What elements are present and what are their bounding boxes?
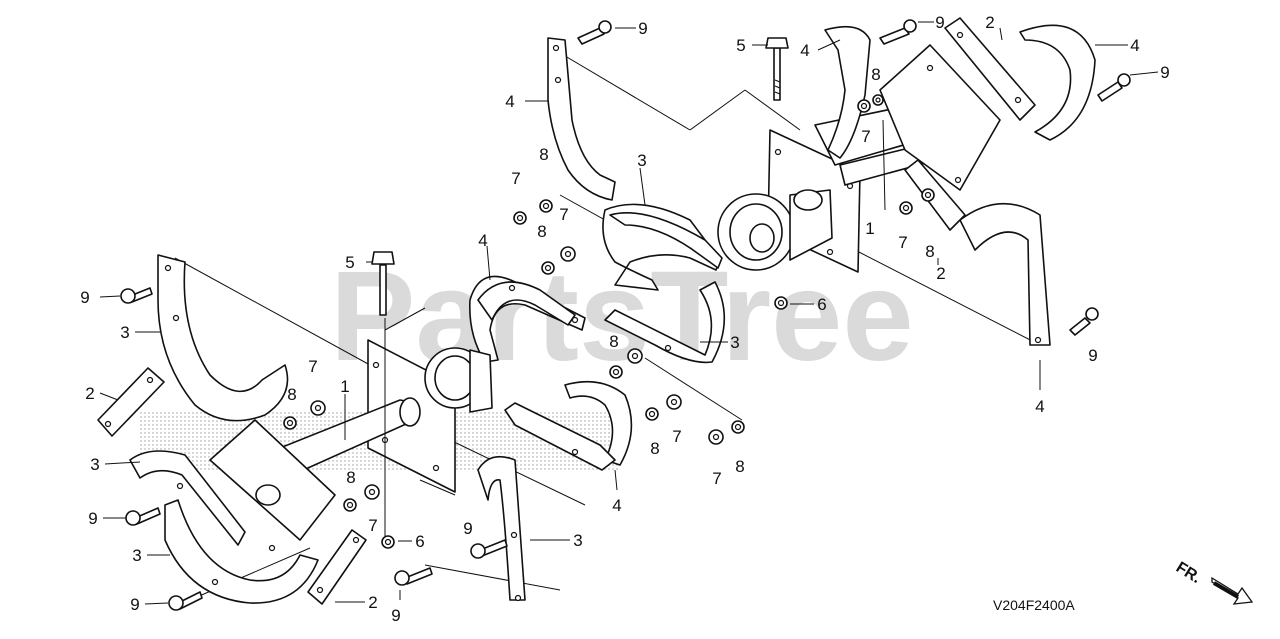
callout-c-8f: 8: [287, 385, 296, 404]
callout-c-9d: 9: [80, 288, 89, 307]
callout-c-2a: 2: [985, 13, 994, 32]
middle-assembly: [468, 275, 745, 471]
callout-c-8a: 8: [871, 65, 880, 84]
callout-c-7b: 7: [511, 169, 520, 188]
callout-c-8d: 8: [925, 242, 934, 261]
tine-4-middle-lower: [564, 380, 633, 466]
callout-c-7d: 7: [898, 233, 907, 252]
callout-c-7h: 7: [368, 516, 377, 535]
upper-right-assembly: [513, 17, 1131, 346]
callout-c-9a: 9: [638, 19, 647, 38]
tine-plate-right: [879, 44, 1001, 191]
nut-washer-group-upper: [513, 94, 935, 310]
bracket-2-left: [97, 367, 165, 437]
tine-4-right-a: [824, 25, 871, 159]
callout-c-5a: 5: [736, 36, 745, 55]
bolt-9-upper-b: [879, 27, 910, 45]
callout-leaders: [99, 21, 1159, 605]
callout-c-9h: 9: [130, 595, 139, 614]
callout-c-4d: 4: [478, 231, 487, 250]
nut-washer-group-middle: [609, 348, 745, 445]
callout-c-1a: 1: [865, 219, 874, 238]
callout-c-9f: 9: [88, 509, 97, 528]
bracket-2-mid: [904, 159, 966, 231]
callout-c-8g: 8: [650, 439, 659, 458]
tine-3-lower-small: [129, 450, 246, 546]
callout-c-3f: 3: [132, 546, 141, 565]
callout-c-4b: 4: [1130, 36, 1139, 55]
callout-c-7f: 7: [672, 427, 681, 446]
callout-c-4f: 4: [612, 496, 621, 515]
lower-left-assembly: [97, 251, 586, 611]
tine-4-upper: [547, 37, 616, 201]
callout-c-9b: 9: [935, 13, 944, 32]
nut-washer-group-lower: [283, 400, 395, 549]
bolt-9-upper-c: [1097, 81, 1123, 102]
bolt-9-upper-d: [1069, 317, 1091, 336]
callout-c-7c: 7: [559, 205, 568, 224]
callout-c-8h: 8: [735, 457, 744, 476]
tine-3-bottom: [164, 499, 319, 604]
tine-3-center: [477, 455, 526, 601]
callout-c-4e: 4: [1035, 397, 1044, 416]
callout-c-3c: 3: [730, 333, 739, 352]
callout-c-7g: 7: [712, 469, 721, 488]
front-label: FR.: [1173, 559, 1204, 587]
bolt-9-lower-b: [125, 510, 141, 526]
callout-c-8b: 8: [539, 145, 548, 164]
callout-c-6b: 6: [415, 532, 424, 551]
front-direction-arrow: FR.: [1173, 559, 1254, 605]
tine-4-lower-right: [959, 202, 1051, 346]
callout-c-8i: 8: [346, 468, 355, 487]
arrow-icon: [1211, 576, 1254, 605]
callout-c-3d: 3: [90, 455, 99, 474]
bolt-9-lower-d: [470, 543, 486, 559]
diagram-code: V204F2400A: [993, 597, 1075, 613]
callout-c-3a: 3: [637, 151, 646, 170]
callout-c-7e: 7: [308, 357, 317, 376]
tine-3-large: [157, 254, 289, 422]
callout-c-2b: 2: [936, 264, 945, 283]
callout-c-9g: 9: [463, 519, 472, 538]
callout-c-3b: 3: [120, 323, 129, 342]
bracket-2-bottom: [307, 529, 367, 605]
callout-c-9e: 9: [1088, 346, 1097, 365]
callout-c-8c: 8: [537, 222, 546, 241]
callout-c-4c: 4: [505, 92, 514, 111]
bolt-5-lower: [379, 264, 387, 316]
bolt-9-upper-a: [577, 27, 605, 45]
callout-c-9i: 9: [391, 606, 400, 625]
bolt-9-lower-e: [394, 570, 410, 586]
callout-c-2d: 2: [368, 593, 377, 612]
callout-c-2c: 2: [85, 384, 94, 403]
callout-c-8e: 8: [609, 332, 618, 351]
tine-4-right-b: [1019, 24, 1096, 141]
bolt-9-lower-c: [168, 595, 184, 611]
callout-c-3e: 3: [573, 531, 582, 550]
callout-c-4a: 4: [800, 41, 809, 60]
bolt-9-lower-a: [120, 288, 136, 304]
bracket-2-upper: [944, 17, 1036, 121]
callout-c-6a: 6: [817, 295, 826, 314]
tine-plate-lower: [209, 419, 336, 541]
callout-c-7a: 7: [861, 127, 870, 146]
callout-c-1b: 1: [340, 377, 349, 396]
tine-3-middle-right: [604, 281, 726, 364]
callout-c-9c: 9: [1160, 63, 1169, 82]
callout-c-5b: 5: [345, 253, 354, 272]
